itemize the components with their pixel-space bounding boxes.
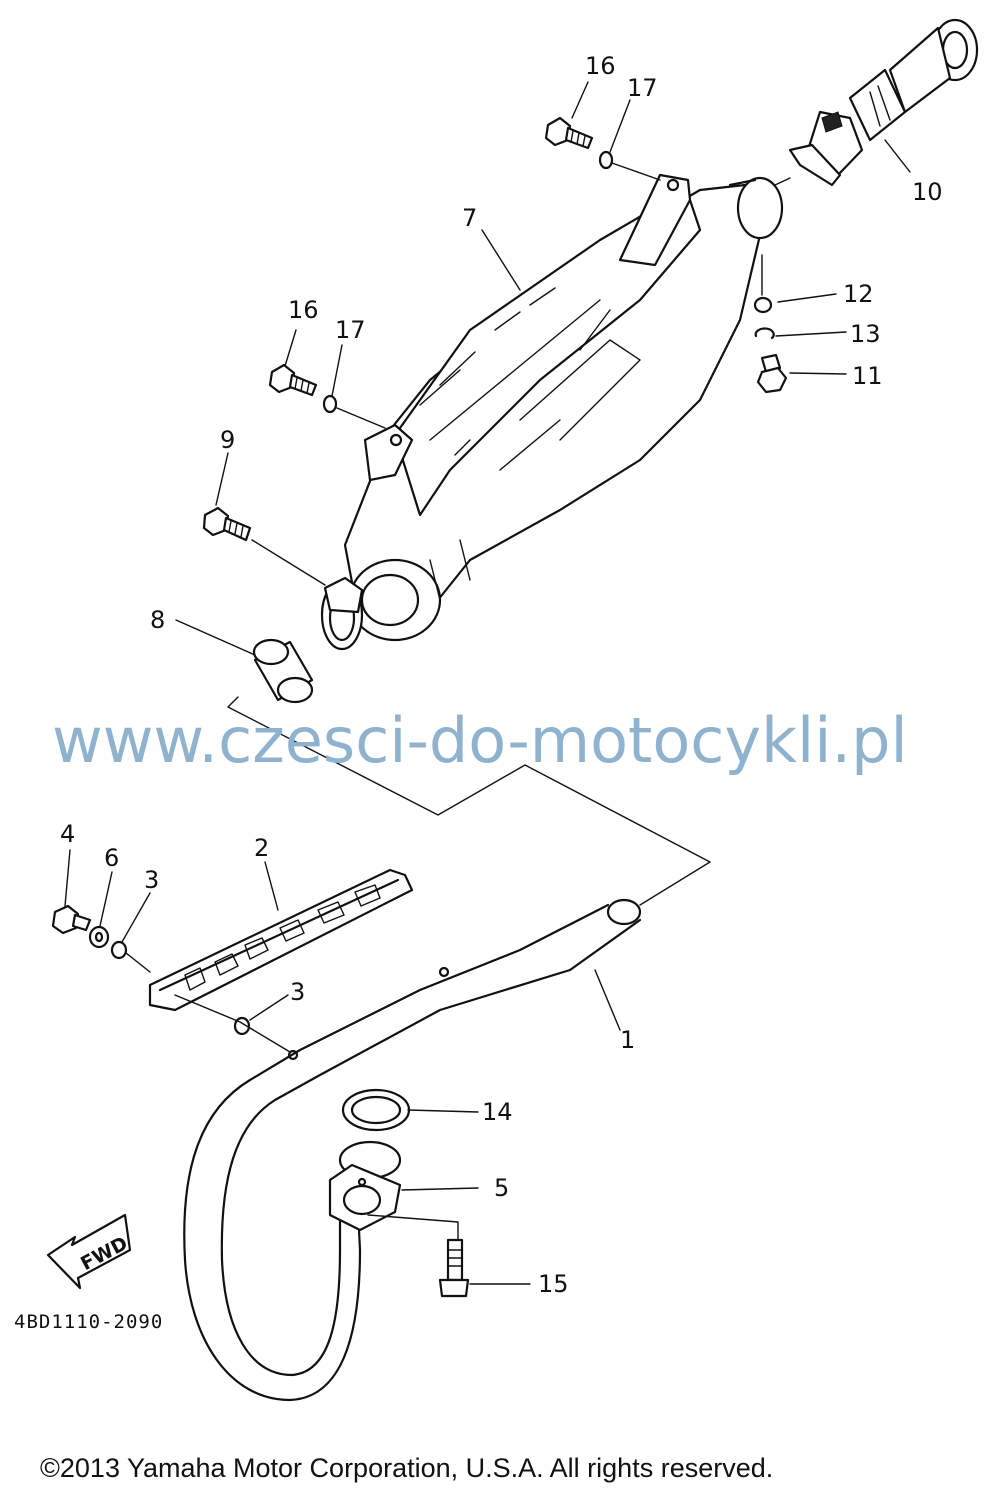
label-16-lower: 16	[288, 296, 319, 324]
forward-direction-arrow: FWD	[46, 1213, 131, 1290]
label-10: 10	[912, 178, 943, 206]
bolt-part-9	[202, 506, 252, 542]
protector-part-2	[148, 868, 414, 1012]
exhaust-pipe-part-1	[183, 898, 642, 1402]
label-17-lower: 17	[335, 316, 366, 344]
washer-part-12	[753, 296, 773, 314]
leader-lines	[64, 81, 911, 1285]
gasket-part-14	[341, 1088, 411, 1132]
washer-part-6	[88, 925, 110, 949]
label-12: 12	[843, 280, 874, 308]
label-7: 7	[462, 204, 477, 232]
drawing-code: 4BD1110-2090	[14, 1311, 163, 1333]
label-16-upper: 16	[585, 52, 616, 80]
bolt-part-16-lower	[268, 363, 318, 397]
label-8: 8	[150, 606, 165, 634]
tail-pipe-part-10	[774, 18, 979, 187]
label-3-lower: 3	[290, 978, 305, 1006]
label-1: 1	[620, 1026, 635, 1054]
bolt-part-4	[51, 904, 92, 935]
muffler-part-7	[320, 173, 784, 651]
label-13: 13	[850, 320, 881, 348]
label-5: 5	[494, 1174, 509, 1202]
label-15: 15	[538, 1270, 569, 1298]
stud-part-15	[438, 1238, 470, 1298]
washer-part-17-lower	[322, 394, 338, 414]
label-4: 4	[60, 820, 75, 848]
label-6: 6	[104, 844, 119, 872]
spring-washer-part-13	[754, 327, 775, 340]
bolt-part-11	[756, 353, 788, 394]
label-14: 14	[482, 1098, 513, 1126]
label-9: 9	[220, 426, 235, 454]
label-11: 11	[852, 362, 883, 390]
sleeve-part-8	[252, 638, 314, 704]
bolt-part-16-upper	[544, 116, 594, 150]
flange-part-5	[328, 1140, 402, 1232]
watermark: www.czesci-do-motocykli.pl	[52, 704, 908, 777]
washer-part-3-upper	[110, 940, 128, 960]
copyright: ©2013 Yamaha Motor Corporation, U.S.A. A…	[40, 1453, 773, 1483]
washer-part-17-upper	[598, 150, 614, 170]
label-3-upper: 3	[144, 866, 159, 894]
label-17-upper: 17	[627, 74, 658, 102]
label-2: 2	[254, 834, 269, 862]
part-labels: 16 17 10 7 12 13 11 16 17 9 8 4 6 3 2 3 …	[60, 52, 943, 1298]
